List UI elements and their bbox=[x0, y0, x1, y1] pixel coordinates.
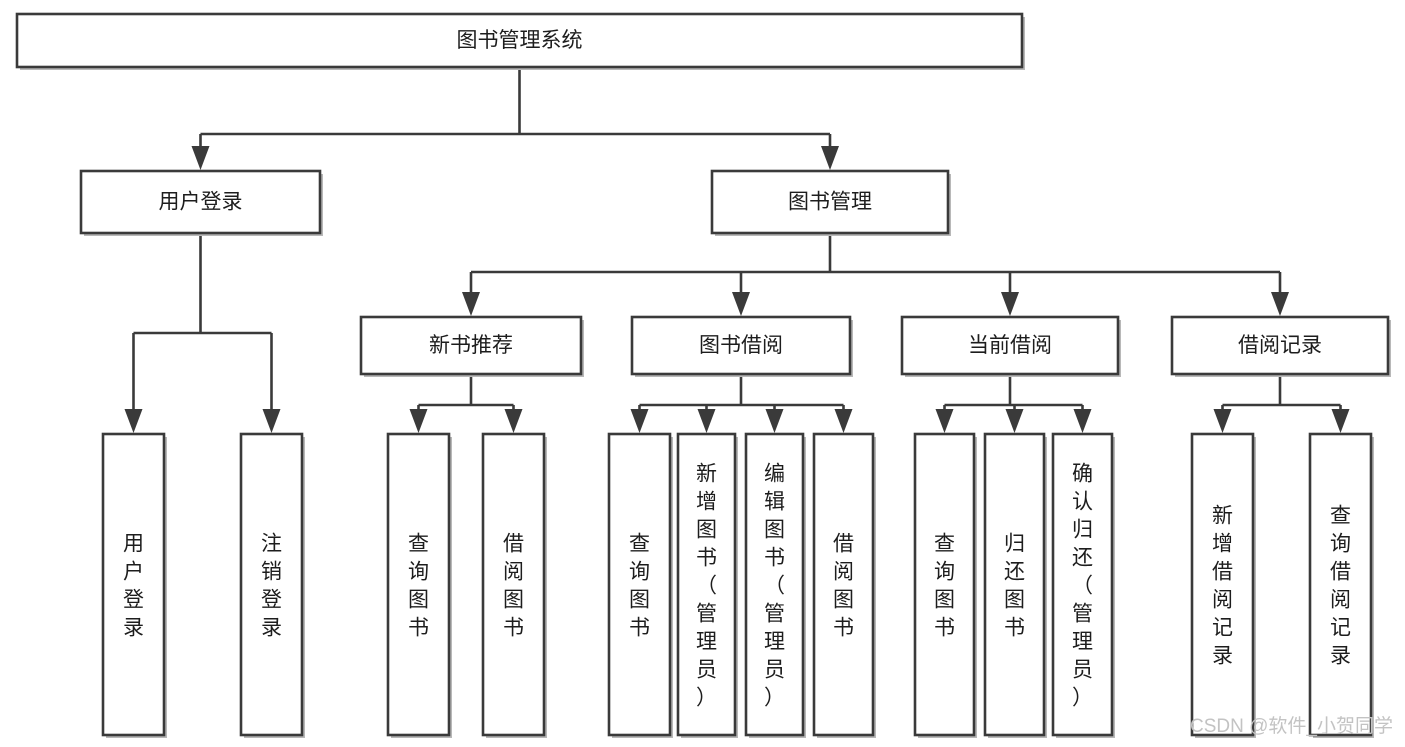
node-label: 归还图书 bbox=[1004, 532, 1025, 639]
node-label: 用户登录 bbox=[159, 191, 243, 214]
arrow-head-icon bbox=[262, 409, 281, 433]
node-box[interactable] bbox=[1190, 432, 1255, 737]
node-label: 新书推荐 bbox=[429, 334, 513, 357]
arrow-head-icon bbox=[409, 409, 428, 433]
node-box[interactable] bbox=[239, 432, 304, 737]
node-box[interactable] bbox=[79, 169, 322, 235]
node-box[interactable] bbox=[812, 432, 875, 737]
node-book-borrow[interactable]: 图书借阅 bbox=[630, 315, 853, 377]
arrow-head-icon bbox=[630, 409, 649, 433]
node-label: 查询借阅记录 bbox=[1330, 504, 1351, 667]
node-leaf-confirm-return[interactable]: 确认归还（管理员） bbox=[1051, 432, 1115, 738]
node-leaf-add-record[interactable]: 新增借阅记录 bbox=[1190, 432, 1256, 738]
node-box[interactable] bbox=[744, 432, 805, 737]
node-leaf-user-login[interactable]: 用户登录 bbox=[101, 432, 167, 738]
arrow-head-icon bbox=[1213, 409, 1232, 433]
node-label: 借阅记录 bbox=[1238, 334, 1322, 357]
node-label: 确认归还（管理员） bbox=[1072, 462, 1093, 709]
arrow-head-icon bbox=[1073, 409, 1092, 433]
node-box[interactable] bbox=[386, 432, 451, 737]
arrow-head-icon bbox=[834, 409, 853, 433]
arrow-head-icon bbox=[124, 409, 143, 433]
node-leaf-add-book[interactable]: 新增图书（管理员） bbox=[676, 432, 738, 738]
node-label: 查询图书 bbox=[934, 532, 955, 639]
arrow-head-icon bbox=[935, 409, 954, 433]
node-new-book-rec[interactable]: 新书推荐 bbox=[359, 315, 584, 377]
node-box[interactable] bbox=[983, 432, 1046, 737]
node-leaf-edit-book[interactable]: 编辑图书（管理员） bbox=[744, 432, 806, 738]
node-leaf-query-book-2[interactable]: 查询图书 bbox=[607, 432, 673, 738]
node-label: 图书管理系统 bbox=[457, 29, 583, 52]
node-leaf-query-book-3[interactable]: 查询图书 bbox=[913, 432, 977, 738]
node-label: 图书管理 bbox=[788, 191, 872, 214]
arrow-head-icon bbox=[821, 146, 839, 170]
arrow-head-icon bbox=[697, 409, 716, 433]
node-borrow-record[interactable]: 借阅记录 bbox=[1170, 315, 1391, 377]
node-box[interactable] bbox=[630, 315, 852, 376]
node-leaf-query-record[interactable]: 查询借阅记录 bbox=[1308, 432, 1374, 738]
node-label: 查询图书 bbox=[629, 532, 650, 639]
arrow-head-icon bbox=[1271, 292, 1289, 316]
node-box[interactable] bbox=[607, 432, 672, 737]
node-leaf-user-logout[interactable]: 注销登录 bbox=[239, 432, 305, 738]
arrow-head-icon bbox=[191, 146, 210, 170]
node-leaf-borrow-book-2[interactable]: 借阅图书 bbox=[812, 432, 876, 738]
node-label: 借阅图书 bbox=[833, 532, 854, 639]
node-box[interactable] bbox=[710, 169, 950, 235]
node-book-manage[interactable]: 图书管理 bbox=[710, 169, 951, 236]
node-box[interactable] bbox=[900, 315, 1120, 376]
node-label: 用户登录 bbox=[123, 532, 144, 639]
arrow-head-icon bbox=[765, 409, 784, 433]
node-current-borrow[interactable]: 当前借阅 bbox=[900, 315, 1121, 377]
node-label: 注销登录 bbox=[261, 532, 282, 639]
arrow-head-icon bbox=[462, 292, 480, 316]
node-box[interactable] bbox=[1051, 432, 1114, 737]
node-label: 借阅图书 bbox=[503, 532, 524, 639]
node-box[interactable] bbox=[1170, 315, 1390, 376]
node-label: 编辑图书（管理员） bbox=[764, 462, 785, 709]
arrow-head-icon bbox=[732, 292, 750, 316]
node-box[interactable] bbox=[15, 12, 1024, 69]
arrow-head-icon bbox=[1001, 292, 1019, 316]
node-label: 新增借阅记录 bbox=[1212, 504, 1233, 667]
arrow-head-icon bbox=[1005, 409, 1024, 433]
node-leaf-borrow-book-1[interactable]: 借阅图书 bbox=[481, 432, 547, 738]
node-label: 图书借阅 bbox=[699, 334, 783, 357]
node-leaf-return-book[interactable]: 归还图书 bbox=[983, 432, 1047, 738]
node-label: 查询图书 bbox=[408, 532, 429, 639]
node-label: 当前借阅 bbox=[968, 334, 1052, 357]
arrow-head-icon bbox=[504, 409, 523, 433]
node-label: 新增图书（管理员） bbox=[696, 462, 717, 709]
node-box[interactable] bbox=[359, 315, 583, 376]
node-root[interactable]: 图书管理系统 bbox=[15, 12, 1025, 70]
watermark-text: CSDN @软件_小贺同学 bbox=[1190, 715, 1393, 737]
connectors-layer bbox=[124, 67, 1350, 433]
node-box[interactable] bbox=[913, 432, 976, 737]
nodes-layer: 图书管理系统用户登录图书管理新书推荐图书借阅当前借阅借阅记录用户登录注销登录查询… bbox=[15, 12, 1391, 738]
node-box[interactable] bbox=[676, 432, 737, 737]
node-box[interactable] bbox=[1308, 432, 1373, 737]
node-leaf-query-book-1[interactable]: 查询图书 bbox=[386, 432, 452, 738]
node-user-login[interactable]: 用户登录 bbox=[79, 169, 323, 236]
node-box[interactable] bbox=[481, 432, 546, 737]
arrow-head-icon bbox=[1331, 409, 1350, 433]
node-box[interactable] bbox=[101, 432, 166, 737]
